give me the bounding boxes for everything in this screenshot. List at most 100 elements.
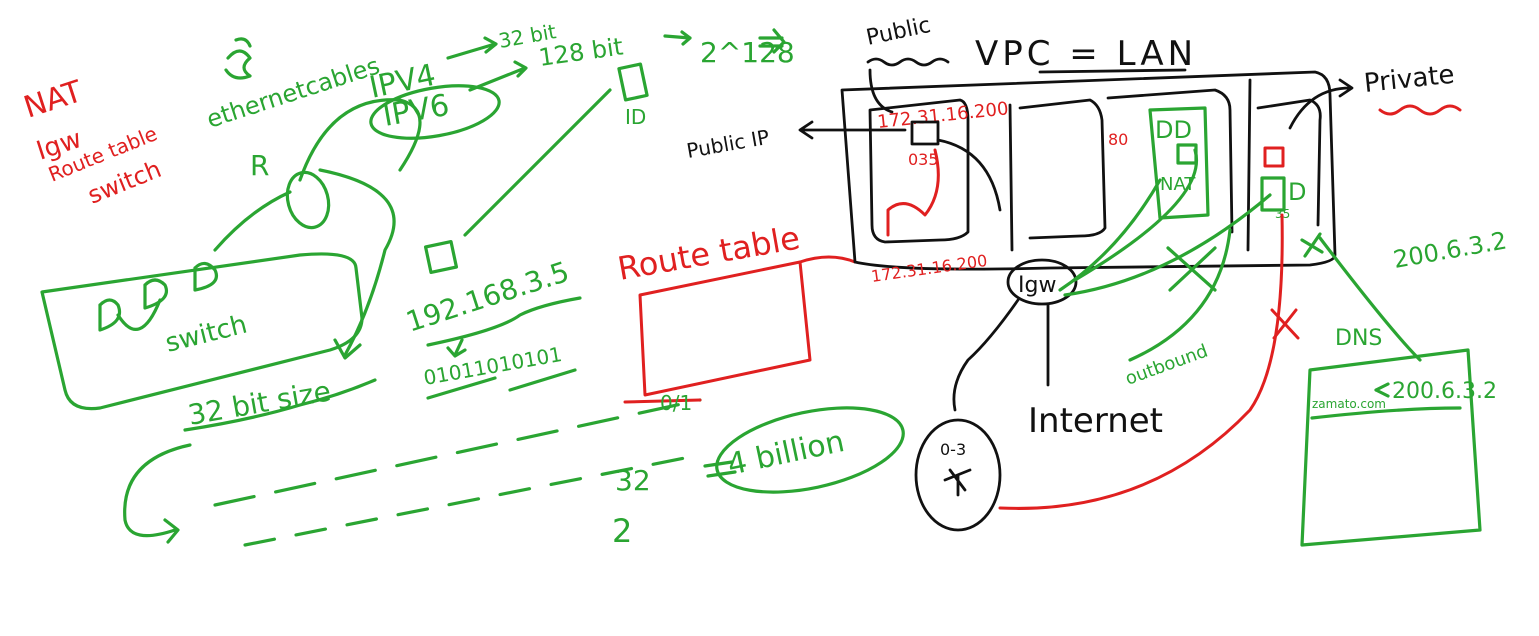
dns-box — [1300, 348, 1482, 547]
public-ip-label: Public IP — [685, 125, 771, 163]
cable-router-to-port — [213, 190, 292, 252]
bits-arrow — [663, 30, 692, 46]
base-two: 2 — [612, 512, 632, 550]
igw-to-client — [952, 298, 1020, 412]
vpc-diagram: Public VPC = LAN 172.31.16.200 035 172.3… — [685, 13, 1462, 286]
four-billion: 4 billion — [724, 424, 847, 483]
outbound-line-4 — [1128, 228, 1232, 362]
four-billion-circle — [715, 406, 905, 494]
switch-loop-port — [116, 298, 162, 331]
dash-row-2 — [243, 453, 702, 547]
binary-underline-2 — [508, 368, 577, 392]
list-nat: NAT — [20, 74, 88, 126]
device-square-left — [423, 239, 459, 275]
igw-label: Igw — [1018, 273, 1056, 298]
outbound-cross — [1166, 246, 1217, 292]
down-arrow — [446, 338, 467, 358]
route-table-box — [638, 260, 812, 397]
ip-version-notes: IPV4 32 bit IPV6 128 bit 2^128 ID — [366, 19, 795, 275]
router-label: R — [250, 149, 269, 182]
igw-internet: Igw Internet 0-3 outbound — [914, 148, 1300, 532]
outbound-label: outbound — [1123, 340, 1211, 389]
public-subnet — [868, 98, 970, 244]
switch-router-sketch: ethernetcables R switch — [40, 37, 422, 411]
power-128: 2^128 — [700, 36, 795, 69]
ipv6-circle — [369, 84, 501, 140]
red-cross — [1270, 308, 1300, 340]
dns-link — [1318, 236, 1422, 362]
binary-value: 01011010101 — [422, 342, 564, 390]
dns-label: DNS — [1335, 326, 1382, 351]
public-instance — [910, 120, 940, 146]
public-ip-arrow — [798, 120, 907, 140]
vpc-underline — [1038, 68, 1187, 74]
nat-device — [1176, 143, 1198, 165]
dns-section: 200.6.3.2 DNS zamato.com 200.6.3.2 — [1300, 226, 1509, 547]
switch-label: switch — [162, 310, 250, 359]
private-inner-subnet — [1106, 88, 1234, 234]
exponent-32: 32 — [615, 464, 651, 497]
client-person-icon — [943, 468, 972, 497]
igw-circle — [1006, 258, 1078, 306]
equals-sign — [703, 460, 737, 478]
route-table: Route table 0/1 — [615, 218, 857, 415]
dns-entry-arrow — [1374, 382, 1390, 398]
ethernet-cables-label: ethernetcables — [203, 51, 383, 133]
dns-ip-right: 200.6.3.2 — [1391, 226, 1509, 273]
public-pointer — [868, 68, 894, 114]
outbound-line-2 — [1063, 193, 1272, 297]
private-instance-red — [1263, 146, 1285, 168]
switch-port-3 — [193, 261, 218, 292]
vpc-title: VPC = LAN — [975, 34, 1197, 74]
binary-underline-1 — [426, 376, 497, 400]
internet-label: Internet — [1028, 401, 1163, 441]
route-table-title: Route table — [615, 218, 803, 287]
route-to-vpc — [798, 255, 857, 264]
router-icon — [285, 170, 331, 230]
arrow-head — [333, 338, 362, 360]
dns-entry-underline — [1310, 406, 1462, 420]
dns-entry-name: zamato.com — [1312, 397, 1386, 411]
ip-example: 192.168.3.5 — [402, 255, 573, 339]
vpc-subnet-divider-2 — [1246, 78, 1252, 252]
ip-172-bottom: 172.31.16.200 — [870, 251, 989, 286]
ipv6-arrow — [468, 60, 528, 92]
port-80: 80 — [1108, 130, 1128, 149]
ip-address-notes: 192.168.3.5 01011010101 32 bit size 32 2… — [123, 255, 905, 550]
ipv4-arrow — [446, 36, 498, 60]
nat-subnet-box — [1148, 106, 1210, 220]
public-instance-shape — [886, 148, 940, 237]
port-035: 035 — [908, 150, 939, 169]
device-square-top — [617, 62, 649, 102]
cable-to-size — [318, 168, 396, 357]
left-topic-list: NAT Igw Route table switch — [20, 74, 166, 210]
dash-row-1 — [213, 398, 702, 507]
ip-172-top: 172.31.16.200 — [876, 98, 1009, 133]
subnet-link — [936, 138, 1002, 212]
client-circle — [914, 418, 1002, 532]
public-squiggle — [866, 57, 950, 67]
dns-cross — [1300, 232, 1324, 258]
vpc-subnet-divider-1 — [1008, 103, 1014, 252]
vpc-outer-box — [840, 70, 1337, 271]
switch-port-1 — [98, 298, 122, 332]
id-label: ID — [625, 105, 646, 129]
dns-entry-ip: 200.6.3.2 — [1392, 379, 1497, 404]
line-to-device — [463, 88, 612, 237]
outbound-line-3 — [1073, 148, 1198, 282]
client-port: 0-3 — [940, 440, 966, 459]
private-instance-green — [1260, 176, 1286, 212]
size-underline — [183, 378, 377, 432]
route-cidr: 0/1 — [660, 391, 692, 415]
dd-label-1: DD — [1155, 116, 1192, 144]
inner-subnet — [1018, 98, 1107, 240]
public-label: Public — [864, 13, 933, 51]
private-label: Private — [1363, 60, 1456, 99]
curl-arrow — [123, 443, 192, 544]
private-squiggle — [1378, 104, 1462, 116]
private-arrow — [1288, 78, 1354, 130]
switch-port-2 — [143, 278, 168, 310]
red-return-path — [998, 213, 1284, 510]
route-table-baseline — [623, 398, 702, 404]
